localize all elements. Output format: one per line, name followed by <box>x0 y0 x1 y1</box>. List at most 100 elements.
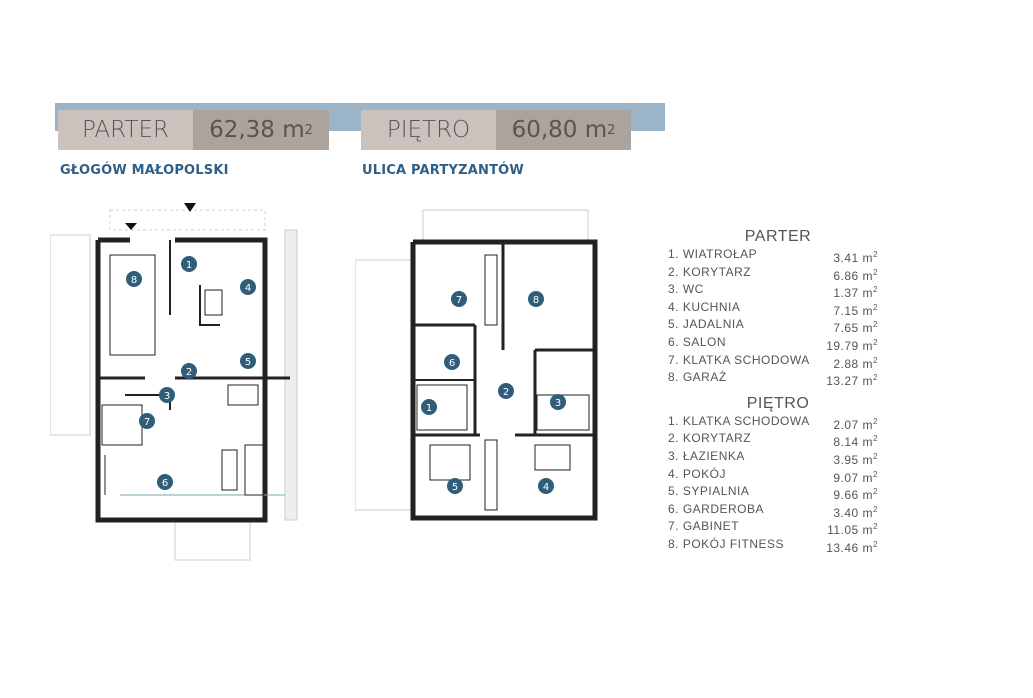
unit-exp: 2 <box>873 373 878 383</box>
svg-text:5: 5 <box>245 357 251 368</box>
room-area: 9.07 m2 <box>833 466 878 485</box>
room-area-value: 11.05 m <box>827 523 874 538</box>
legend-row: 1. KLATKA SCHODOWA 2.07 m2 <box>668 413 878 432</box>
unit-exp: 2 <box>873 285 878 295</box>
svg-text:1: 1 <box>186 260 192 271</box>
unit-exp: 2 <box>873 487 878 497</box>
svg-text:3: 3 <box>164 391 170 402</box>
room-area: 1.37 m2 <box>833 281 878 300</box>
room-area: 7.65 m2 <box>833 316 878 335</box>
unit: m <box>282 117 305 143</box>
legend-row: 7. KLATKA SCHODOWA 2.88 m2 <box>668 352 878 371</box>
room-area-value: 8.14 m <box>833 435 874 450</box>
parter-plan: 1 2 3 4 5 6 7 8 <box>50 203 298 561</box>
room-area-value: 6.86 m <box>833 268 874 283</box>
room-marker-3: 3 <box>550 394 566 410</box>
room-marker-1: 1 <box>421 399 437 415</box>
room-area-value: 9.66 m <box>833 488 874 503</box>
unit-exp: 2 <box>873 504 878 514</box>
room-marker-6: 6 <box>444 354 460 370</box>
room-name: 5. JADALNIA <box>668 317 745 332</box>
room-area: 13.46 m2 <box>826 536 878 555</box>
pietro-floor-label: PIĘTRO <box>361 110 496 150</box>
room-area-value: 2.07 m <box>833 417 874 432</box>
room-name: 8. GARAŻ <box>668 370 727 385</box>
room-marker-8: 8 <box>126 271 142 287</box>
parter-subtitle: GŁOGÓW MAŁOPOLSKI <box>60 163 229 178</box>
parter-area-value: 62,38 <box>209 117 275 143</box>
unit-exp: 2 <box>873 522 878 532</box>
room-area: 9.66 m2 <box>833 483 878 503</box>
room-name: 7. GABINET <box>668 519 740 534</box>
pietro-subtitle: ULICA PARTYZANTÓW <box>362 163 524 178</box>
legend-row: 3. ŁAZIENKA 3.95 m2 <box>668 448 878 467</box>
room-area: 8.14 m2 <box>833 430 878 450</box>
legend-row: 5. JADALNIA 7.65 m2 <box>668 316 878 335</box>
room-area-value: 13.46 m <box>826 540 874 555</box>
pietro-area-value: 60,80 <box>511 117 578 143</box>
room-marker-7: 7 <box>139 413 155 429</box>
room-name: 5. SYPIALNIA <box>668 484 750 499</box>
room-marker-4: 4 <box>240 279 256 295</box>
legend-row: 4. POKÓJ 9.07 m2 <box>668 466 878 485</box>
parter-floor-label: PARTER <box>58 110 193 150</box>
svg-text:3: 3 <box>555 398 561 409</box>
room-area: 3.40 m2 <box>833 501 878 520</box>
room-marker-5: 5 <box>240 353 256 369</box>
room-name: 4. KUCHNIA <box>668 299 741 314</box>
room-marker-5: 5 <box>447 478 463 494</box>
room-marker-6: 6 <box>157 474 173 490</box>
unit: m <box>584 117 608 143</box>
legend-row: 1. WIATROŁAP 3.41 m2 <box>668 246 878 265</box>
legend-row: 5. SYPIALNIA 9.66 m2 <box>668 483 878 503</box>
room-area-value: 3.41 m <box>833 251 874 265</box>
room-marker-3: 3 <box>159 387 175 403</box>
room-name: 3. ŁAZIENKA <box>668 448 745 463</box>
unit-exp: 2 <box>873 337 878 347</box>
room-area: 2.88 m2 <box>833 352 878 371</box>
room-name: 1. WIATROŁAP <box>668 247 758 261</box>
legend-row: 3. WC 1.37 m2 <box>668 281 878 300</box>
unit-exp: 2 <box>873 250 878 259</box>
unit-exp: 2 <box>873 320 878 330</box>
legend-row: 8. POKÓJ FITNESS 13.46 m2 <box>668 536 878 555</box>
pietro-plan: 1 2 3 4 5 6 7 8 <box>355 209 598 521</box>
room-name: 7. KLATKA SCHODOWA <box>668 352 810 367</box>
svg-text:5: 5 <box>452 482 458 493</box>
room-marker-2: 2 <box>498 383 514 399</box>
room-name: 8. POKÓJ FITNESS <box>668 536 785 551</box>
room-name: 4. POKÓJ <box>668 466 727 481</box>
room-area-value: 7.15 m <box>833 303 874 318</box>
svg-text:7: 7 <box>144 417 150 428</box>
unit-exp: 2 <box>873 416 878 426</box>
room-marker-8: 8 <box>528 291 544 307</box>
room-marker-7: 7 <box>451 291 467 307</box>
svg-text:2: 2 <box>503 387 509 398</box>
room-area-value: 3.40 m <box>833 505 874 520</box>
room-area: 19.79 m2 <box>826 334 878 353</box>
svg-text:4: 4 <box>245 283 251 294</box>
room-marker-2: 2 <box>181 363 197 379</box>
room-area: 3.95 m2 <box>833 448 878 467</box>
room-area-value: 13.27 m <box>826 374 874 389</box>
unit-exp: 2 <box>607 122 616 138</box>
room-name: 6. GARDEROBA <box>668 501 765 516</box>
svg-text:1: 1 <box>426 403 432 414</box>
room-area: 7.15 m2 <box>833 299 878 318</box>
room-name: 3. WC <box>668 282 704 297</box>
legend-parter-title: PARTER <box>744 228 812 245</box>
svg-text:8: 8 <box>131 275 137 286</box>
legend-pietro-title: PIĘTRO <box>746 394 810 412</box>
room-name: 1. KLATKA SCHODOWA <box>668 413 810 428</box>
room-area-value: 19.79 m <box>826 338 874 353</box>
svg-text:4: 4 <box>543 482 549 493</box>
